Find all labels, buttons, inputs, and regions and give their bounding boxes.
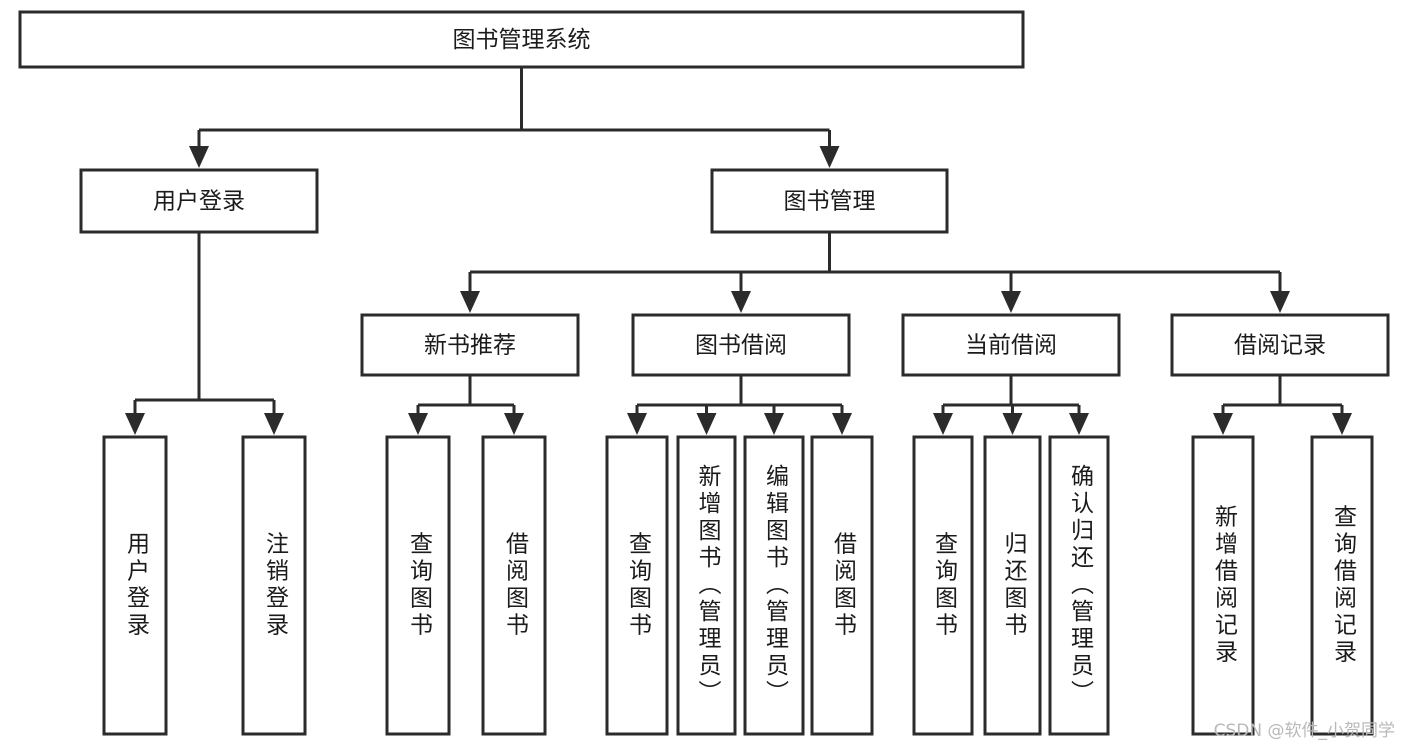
arrow-head-icon xyxy=(696,413,717,435)
node-leaf-cb-return[interactable]: 归还图书 xyxy=(983,435,1042,736)
arrow-head-icon xyxy=(1069,413,1089,435)
arrow-head-icon xyxy=(933,413,953,435)
node-label: 新书推荐 xyxy=(424,333,516,359)
node-leaf-bb-edit[interactable]: 编辑图书（管理员） xyxy=(743,435,805,736)
node-leaf-logout[interactable]: 注销登录 xyxy=(241,435,307,736)
node-leaf-bb-query[interactable]: 查询图书 xyxy=(605,435,669,736)
arrow-head-icon xyxy=(1213,413,1233,435)
node-label: 图书借阅 xyxy=(695,333,787,359)
node-label: 查询图书 xyxy=(406,532,434,640)
node-leaf-cb-confirm[interactable]: 确认归还（管理员） xyxy=(1048,435,1110,736)
node-box xyxy=(1170,313,1390,377)
node-box xyxy=(1310,435,1374,736)
node-leaf-bb-add[interactable]: 新增图书（管理员） xyxy=(676,435,737,736)
node-label: 确认归还（管理员） xyxy=(1067,464,1095,707)
node-box xyxy=(631,313,851,377)
node-box xyxy=(360,313,580,377)
node-label: 查询图书 xyxy=(625,532,653,640)
edges-layer xyxy=(125,67,1352,435)
node-box xyxy=(912,435,974,736)
node-box xyxy=(1191,435,1255,736)
node-leaf-nb-borrow[interactable]: 借阅图书 xyxy=(481,435,547,736)
node-l1-login[interactable]: 用户登录 xyxy=(79,168,319,234)
arrow-head-icon xyxy=(1270,291,1290,313)
arrow-head-icon xyxy=(764,413,784,435)
node-box xyxy=(385,435,451,736)
node-l2-record[interactable]: 借阅记录 xyxy=(1170,313,1390,377)
arrow-head-icon xyxy=(1002,413,1023,435)
arrow-head-icon xyxy=(264,413,284,435)
node-label: 借阅图书 xyxy=(502,532,530,640)
node-label: 编辑图书（管理员） xyxy=(762,464,790,707)
arrow-head-icon xyxy=(408,413,428,435)
node-box xyxy=(983,435,1042,736)
arrow-head-icon xyxy=(819,146,840,168)
node-leaf-rec-add[interactable]: 新增借阅记录 xyxy=(1191,435,1255,736)
node-l2-newbook[interactable]: 新书推荐 xyxy=(360,313,580,377)
arrow-head-icon xyxy=(125,413,145,435)
node-box xyxy=(241,435,307,736)
node-l2-borrow[interactable]: 图书借阅 xyxy=(631,313,851,377)
node-label: 归还图书 xyxy=(1000,532,1028,640)
node-leaf-user-login[interactable]: 用户登录 xyxy=(102,435,168,736)
node-label: 图书管理系统 xyxy=(453,27,591,53)
node-box xyxy=(743,435,805,736)
node-label: 用户登录 xyxy=(153,189,245,215)
node-leaf-nb-query[interactable]: 查询图书 xyxy=(385,435,451,736)
node-label: 图书管理 xyxy=(784,189,876,215)
arrow-head-icon xyxy=(731,291,751,313)
arrow-head-icon xyxy=(189,146,209,168)
node-label: 用户登录 xyxy=(123,532,151,640)
node-box xyxy=(710,168,949,234)
node-leaf-bb-borrow[interactable]: 借阅图书 xyxy=(810,435,874,736)
nodes-layer: 图书管理系统用户登录图书管理新书推荐图书借阅当前借阅借阅记录用户登录注销登录查询… xyxy=(18,10,1390,736)
arrow-head-icon xyxy=(832,413,852,435)
node-label: 借阅图书 xyxy=(830,532,858,640)
arrow-head-icon xyxy=(1001,291,1021,313)
arrow-head-icon xyxy=(460,291,480,313)
node-label: 借阅记录 xyxy=(1234,333,1326,359)
node-label: 新增借阅记录 xyxy=(1211,505,1239,667)
node-l1-book[interactable]: 图书管理 xyxy=(710,168,949,234)
node-label: 新增图书（管理员） xyxy=(694,464,722,707)
arrow-head-icon xyxy=(504,413,524,435)
arrow-head-icon xyxy=(1332,413,1352,435)
node-box xyxy=(1048,435,1110,736)
node-box xyxy=(676,435,737,736)
node-leaf-rec-query[interactable]: 查询借阅记录 xyxy=(1310,435,1374,736)
node-leaf-cb-query[interactable]: 查询图书 xyxy=(912,435,974,736)
node-box xyxy=(18,10,1025,69)
node-root[interactable]: 图书管理系统 xyxy=(18,10,1025,69)
node-label: 注销登录 xyxy=(262,532,290,640)
node-l2-current[interactable]: 当前借阅 xyxy=(901,313,1121,377)
node-box xyxy=(810,435,874,736)
node-label: 查询图书 xyxy=(931,532,959,640)
arrow-head-icon xyxy=(627,413,647,435)
node-box xyxy=(481,435,547,736)
node-box xyxy=(901,313,1121,377)
node-label: 当前借阅 xyxy=(965,333,1057,359)
node-label: 查询借阅记录 xyxy=(1330,505,1358,667)
node-box xyxy=(605,435,669,736)
node-box xyxy=(102,435,168,736)
node-box xyxy=(79,168,319,234)
